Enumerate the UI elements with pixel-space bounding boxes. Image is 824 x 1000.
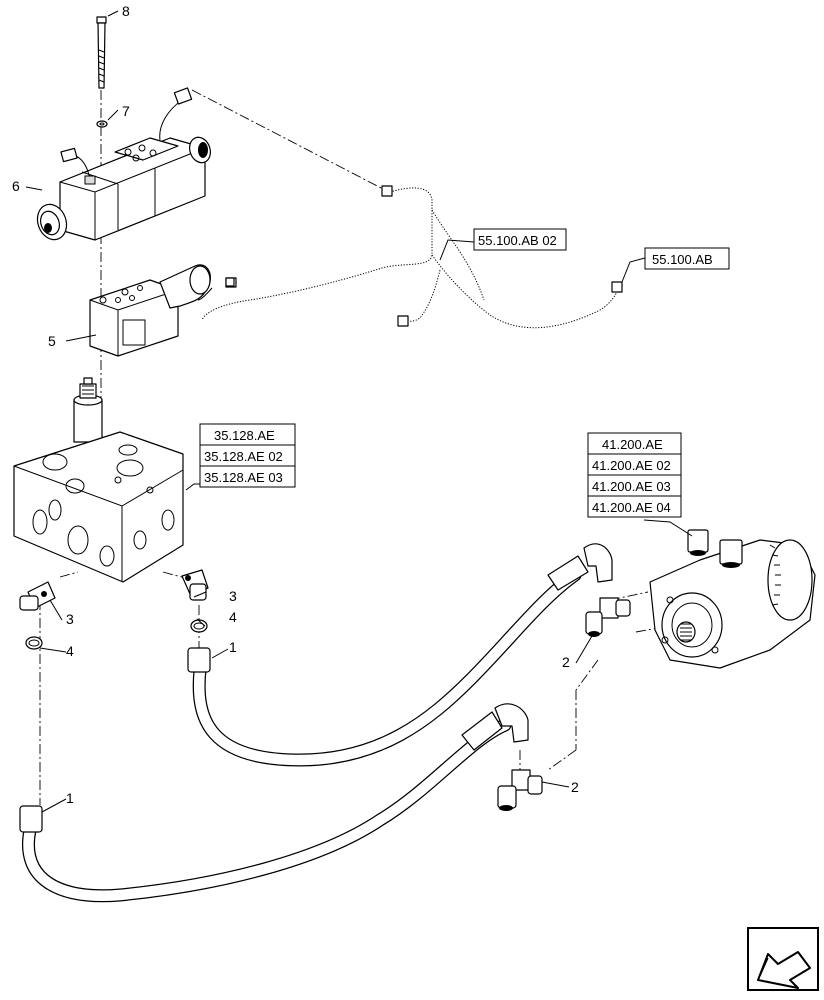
valve-block: [89, 264, 237, 357]
hydraulic-motor: [649, 529, 816, 669]
next-page-arrow-icon[interactable]: [747, 927, 819, 991]
leader-lines: [25, 10, 693, 813]
ref-motor-1-label: 41.200.AE: [602, 437, 663, 452]
callout-1-lower: 1: [66, 790, 74, 806]
hose-lower: [19, 703, 529, 903]
tee-fitting-lower: [497, 769, 543, 811]
ref-box-motor[interactable]: 41.200.AE 41.200.AE 02 41.200.AE 03 41.2…: [587, 432, 682, 518]
tee-fitting-upper: [585, 597, 631, 637]
callouts: 8 7 6 5 3 3 4 4 1 1 2 2: [12, 3, 579, 806]
elbow-fitting-right: [181, 569, 209, 601]
ref-valve-2-label: 35.128.AE 02: [204, 449, 283, 464]
callout-4-left: 4: [66, 643, 74, 659]
callout-2-upper: 2: [562, 654, 570, 670]
ref-motor-3-label: 41.200.AE 03: [592, 479, 671, 494]
o-ring-left: [25, 636, 43, 650]
callout-3-left: 3: [66, 611, 74, 627]
callout-2-lower: 2: [571, 779, 579, 795]
ref-harness-1-label: 55.100.AB 02: [478, 233, 557, 248]
ref-valve-1-label: 35.128.AE: [214, 428, 275, 443]
callout-6: 6: [12, 178, 20, 194]
ref-box-harness-2[interactable]: 55.100.AB: [644, 247, 730, 270]
bolt: [96, 16, 107, 89]
callout-7: 7: [122, 103, 130, 119]
callout-8: 8: [122, 3, 130, 19]
callout-1-upper: 1: [229, 639, 237, 655]
ref-harness-2-label: 55.100.AB: [652, 252, 713, 267]
ref-box-valve[interactable]: 35.128.AE 35.128.AE 02 35.128.AE 03: [199, 423, 296, 488]
callout-5: 5: [48, 333, 56, 349]
ref-motor-2-label: 41.200.AE 02: [592, 458, 671, 473]
elbow-fitting-left: [19, 581, 56, 611]
callout-3-right: 3: [229, 588, 237, 604]
ref-valve-3-label: 35.128.AE 03: [204, 470, 283, 485]
o-ring-right: [190, 619, 208, 633]
hose-upper: [187, 543, 613, 767]
wire-harness: [201, 185, 623, 329]
solenoid-valve: [36, 87, 211, 241]
manifold-block: [13, 377, 184, 583]
ref-motor-4-label: 41.200.AE 04: [592, 500, 671, 515]
washer: [96, 120, 108, 128]
callout-4-right: 4: [229, 609, 237, 625]
ref-box-harness-1[interactable]: 55.100.AB 02: [473, 228, 567, 251]
